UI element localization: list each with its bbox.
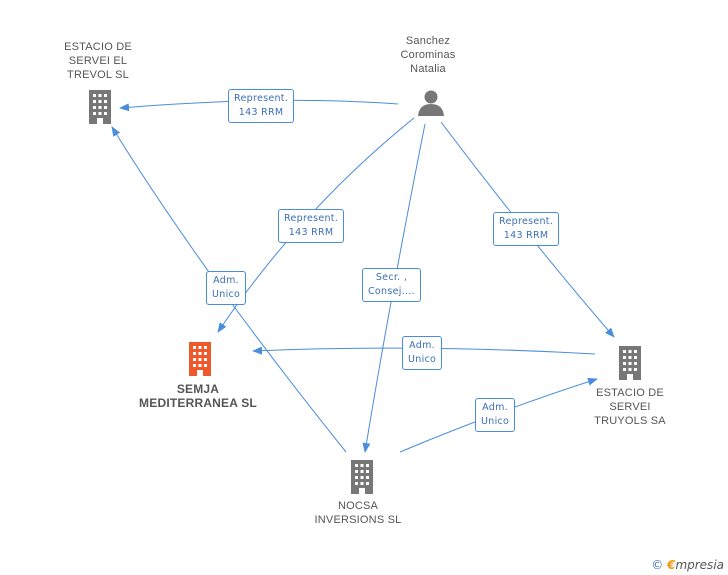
edge-label-truyols-semja[interactable]: Adm. Unico — [402, 336, 443, 370]
edge-label-sanchez-nocsa[interactable]: Secr. , Consej.... — [362, 268, 421, 302]
company-nocsa-label[interactable]: NOCSA INVERSIONS SL — [314, 500, 402, 526]
brand-initial: € — [667, 558, 676, 572]
edge-label-nocsa-trevol[interactable]: Adm. Unico — [206, 271, 247, 305]
building-icon[interactable] — [348, 460, 376, 494]
person-sanchez-label[interactable]: Sanchez Corominas Natalia — [400, 35, 456, 75]
building-icon[interactable] — [186, 342, 214, 376]
edge-label-nocsa-truyols[interactable]: Adm. Unico — [475, 398, 516, 432]
company-trevol-label[interactable]: ESTACIO DE SERVEI EL TREVOL SL — [64, 41, 132, 81]
edge-label-sanchez-truyols[interactable]: Represent. 143 RRM — [493, 212, 560, 246]
building-icon[interactable] — [86, 90, 114, 124]
brand-name: mpresia — [675, 558, 724, 572]
company-truyols-label[interactable]: ESTACIO DE SERVEI TRUYOLS SA — [594, 387, 666, 427]
empresia-watermark: © €mpresia — [651, 558, 724, 572]
edge-label-sanchez-semja[interactable]: Represent. 143 RRM — [278, 209, 345, 243]
person-icon[interactable] — [416, 88, 446, 118]
building-icon[interactable] — [616, 346, 644, 380]
copyright-symbol: © — [651, 558, 664, 572]
edge-label-sanchez-trevol[interactable]: Represent. 143 RRM — [228, 89, 295, 123]
company-semja-label[interactable]: SEMJA MEDITERRANEA SL — [139, 382, 257, 410]
